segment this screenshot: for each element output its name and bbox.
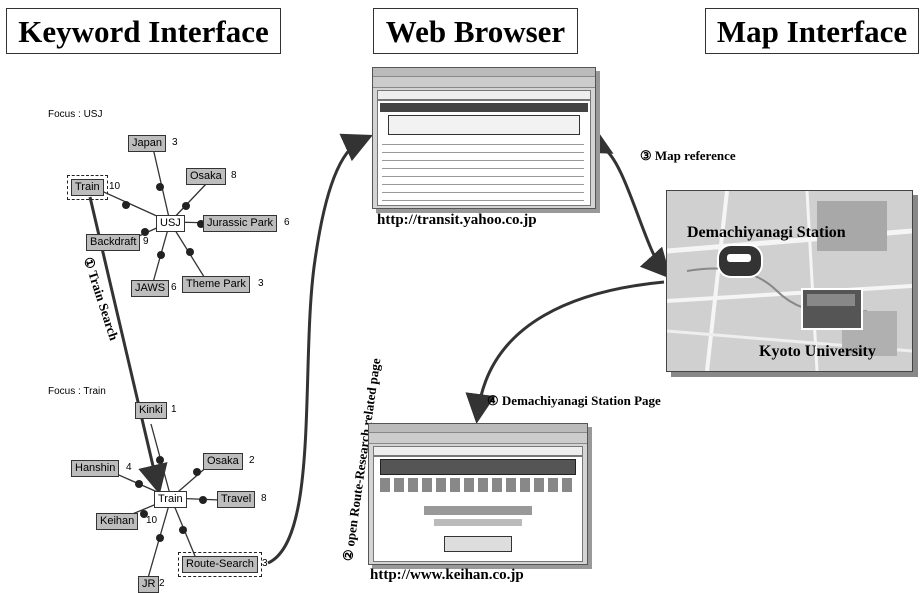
node-kinki[interactable]: Kinki [135,402,167,419]
node-usj[interactable]: USJ [156,215,185,232]
node-train[interactable]: Train [154,491,187,508]
browser-menubar [373,68,595,77]
node-jr-count: 2 [159,578,165,589]
node-jurassic-park[interactable]: Jurassic Park [203,215,278,232]
building-icon[interactable] [801,288,863,330]
focus-train-label: Focus : Train [48,386,106,397]
keihan-header-banner [380,459,576,475]
node-theme-park[interactable]: Theme Park [182,276,250,293]
node-japan[interactable]: Japan [128,135,166,152]
browser-addressbar [377,90,591,100]
building-icon-roof [807,294,855,306]
node-backdraft[interactable]: Backdraft [86,234,141,251]
page-notice-box [388,115,580,135]
browser-page-content [377,100,591,206]
url-keihan: http://www.keihan.co.jp [370,567,524,583]
node-route-search[interactable]: Route-Search [178,552,262,577]
browser-window-keihan [368,423,588,565]
train-icon[interactable] [717,244,763,278]
step3-map-reference-label: ③ Map reference [640,148,736,163]
node-hanshin[interactable]: Hanshin [71,460,120,477]
map-roads [667,191,912,371]
node-travel-count: 8 [261,493,267,504]
node-route-search-count: 3 [262,558,268,569]
node-japan-count: 3 [172,137,178,148]
browser-addressbar-2 [373,446,583,456]
page-banner [380,103,588,112]
map-label-station: Demachiyanagi Station [687,224,846,241]
map-interface-title: Map Interface [705,8,919,54]
node-osaka[interactable]: Osaka [186,168,226,185]
focus-usj-label: Focus : USJ [48,109,103,120]
keihan-nav-icons [380,478,576,492]
keihan-station-sub [434,519,522,526]
node-jaws-count: 6 [171,282,177,293]
node-travel[interactable]: Travel [217,491,256,508]
node-theme-park-count: 3 [258,278,264,289]
node-hanshin-count: 4 [126,462,132,473]
browser-toolbar [373,77,595,88]
browser-menubar-2 [369,424,587,433]
node-jaws[interactable]: JAWS [131,280,170,297]
browser-page-content-2 [373,456,583,562]
node-backdraft-count: 9 [143,236,149,247]
node-jr[interactable]: JR [138,576,160,593]
page-form-table [382,137,584,201]
url-transit: http://transit.yahoo.co.jp [377,212,537,228]
node-train-usj-count: 10 [109,181,121,192]
map-label-university: Kyoto University [759,343,876,360]
node-osaka-count: 8 [231,170,237,181]
keihan-station-title [424,506,532,515]
node-keihan[interactable]: Keihan [96,513,139,530]
node-osaka-train-count: 2 [249,455,255,466]
keihan-button [444,536,512,552]
step4-station-page-label: ④ Demachiyanagi Station Page [487,393,661,408]
node-keihan-count: 10 [146,515,158,526]
train-icon-window [727,254,751,262]
browser-toolbar-2 [369,433,587,444]
keyword-interface-title: Keyword Interface [6,8,281,54]
node-kinki-count: 1 [171,404,177,415]
node-osaka-train[interactable]: Osaka [203,453,243,470]
browser-window-transit [372,67,596,209]
web-browser-title: Web Browser [373,8,578,54]
map-view[interactable]: Demachiyanagi Station Kyoto University [666,190,913,372]
node-jurassic-park-count: 6 [284,217,290,228]
node-train-usj[interactable]: Train [67,175,108,200]
